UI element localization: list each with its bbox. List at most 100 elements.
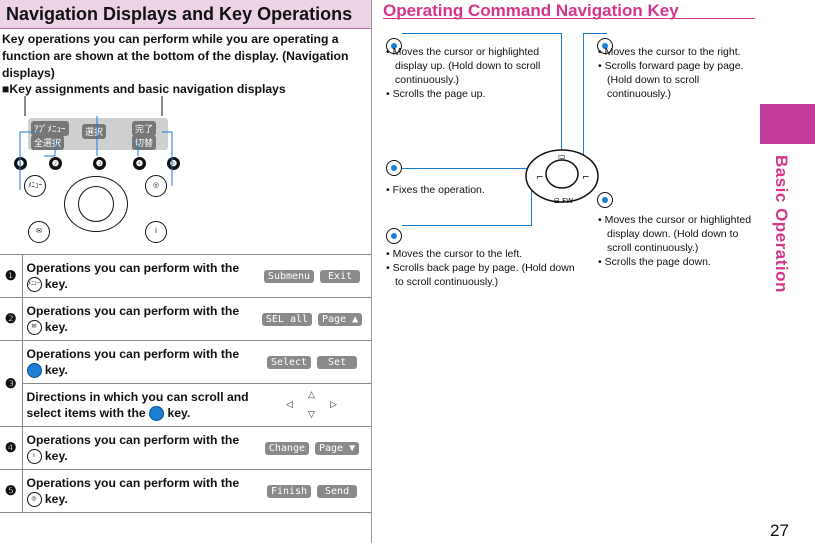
softkey-label: Set [317,355,358,369]
right-arrow-icon: ▷ [330,399,337,409]
navigation-key-icon [26,363,42,379]
row-description: Operations you can perform with the✉ key… [22,297,253,341]
nav-center-key-icon [386,160,402,176]
softkey-select-jp: 選択 [82,124,107,139]
chapter-label: Basic Operation [772,155,791,293]
bullet-text: • Scrolls the page down. [598,256,711,268]
callout-line [583,33,584,178]
nav-down-key-icon [597,192,613,208]
row-description: Operations you can perform with the◎ key… [22,469,253,513]
menu-key-icon: ﾒﾆｭｰ [26,277,42,293]
i-key-icon: ⅰ [26,449,42,465]
svg-text:▭: ▭ [558,152,566,161]
svg-text:⌐: ⌐ [582,173,590,183]
left-key-description: • Moves the cursor to the left. • Scroll… [386,247,586,289]
softkey-label: SEL all [261,312,313,326]
row-text: Operations you can perform with the [26,432,240,447]
softkey-selectall-jp: 全選択 [31,135,65,150]
row-description: Operations you can perform with the key. [22,340,253,384]
table-row: ❺ Operations you can perform with the◎ k… [0,469,371,513]
menu-key-icon: ﾒﾆｭｰ [24,175,46,197]
callout-line [402,168,547,169]
callout-line [583,33,607,34]
scroll-directions: △ ◁ ▷ ▽ [253,383,371,427]
row-key-suffix: key. [41,276,68,291]
navigation-key-drawing: ▭ ⌐ ⌐ ⊟ FW [525,149,599,205]
callout-line [561,33,562,158]
row-softkeys: Change Page ▼ [253,426,371,470]
row-key-suffix: key. [41,362,68,377]
chapter-tab [760,104,815,144]
key-operations-table: ❶ Operations you can perform with the ﾒﾆｭ… [0,254,371,513]
softkey-label: Change [264,441,309,455]
section-title: Navigation Displays and Key Operations [0,0,371,29]
up-key-description: • Moves the cursor or highlighted displa… [386,45,556,101]
title-underline [383,18,755,19]
badge-2: ❷ [49,157,62,170]
bullet-text: • Moves the cursor to the left. [386,248,523,260]
bullet-text: • Moves the cursor or highlighted displa… [598,214,752,254]
row-number: ❷ [0,297,23,341]
bullet-text: • Scrolls forward page by page. (Hold do… [598,60,744,100]
row-text: Operations you can perform with the [26,260,240,275]
camera-key-icon: ◎ [26,492,42,508]
callout-line [402,33,562,34]
center-key-description: • Fixes the operation. [386,183,516,197]
row-number: ❹ [0,426,23,470]
softkey-label: Submenu [263,269,315,283]
bullet-text: • Fixes the operation. [386,184,485,196]
right-section-title: Operating Command Navigation Key [383,1,679,20]
svg-text:⊟ FW: ⊟ FW [554,197,573,205]
bullet-text: • Scrolls the page up. [386,88,486,100]
table-row: ❶ Operations you can perform with the ﾒﾆｭ… [0,254,371,298]
row-text: Operations you can perform with the [26,303,240,318]
row-key-suffix: key. [41,491,68,506]
nav-right-key-icon [597,38,613,54]
navigation-key-icon [149,406,165,422]
direction-arrows-icon: △ ◁ ▷ ▽ [282,389,342,421]
nav-up-key-icon [386,38,402,54]
softkey-done-jp: 完了 [132,121,157,136]
bullet-text: • Moves the cursor to the right. [598,46,741,58]
navigation-key-ring [64,176,128,232]
softkey-label: Page ▲ [318,312,363,326]
softkey-label: Finish [266,484,312,498]
right-key-description: • Moves the cursor to the right. • Scrol… [598,45,758,101]
row-number: ❺ [0,469,23,513]
callout-line [531,178,532,226]
softkey-menu-jp: ｱﾌﾟﾒﾆｭｰ [31,121,69,136]
row-number: ❶ [0,254,23,298]
navigation-key-center [78,186,114,222]
softkey-label: Page ▼ [315,441,360,455]
nav-left-key-icon [386,228,402,244]
bullet-text: • Scrolls back page by page. (Hold down … [386,262,575,288]
camera-key-icon: ◎ [145,175,167,197]
badge-5: ❺ [167,157,180,170]
row-softkeys: Submenu Exit [253,254,371,298]
row-softkeys: SEL all Page ▲ [253,297,371,341]
badge-4: ❹ [133,157,146,170]
badge-3: ❸ [93,157,106,170]
table-row: ❸ Operations you can perform with the ke… [0,340,371,427]
mail-key-icon: ✉ [28,221,50,243]
softkey-label: Exit [320,269,361,283]
page-number: 27 [770,521,789,540]
subheading: ■Key assignments and basic navigation di… [2,82,286,96]
left-arrow-icon: ◁ [286,399,293,409]
down-arrow-icon: ▽ [308,409,315,419]
callout-line [402,225,532,226]
bullet-text: • Moves the cursor or highlighted displa… [386,46,541,86]
mail-key-icon: ✉ [26,320,42,336]
row-text: Operations you can perform with the [26,346,240,361]
table-row: ❷ Operations you can perform with the✉ k… [0,297,371,341]
svg-text:⌐: ⌐ [536,173,544,183]
intro-text: Key operations you can perform while you… [2,32,349,80]
callout-lines [19,96,173,190]
row-number: ❸ [0,340,23,427]
row-key-suffix: key. [164,405,191,420]
row-text: Directions in which you can scroll and s… [26,389,249,420]
